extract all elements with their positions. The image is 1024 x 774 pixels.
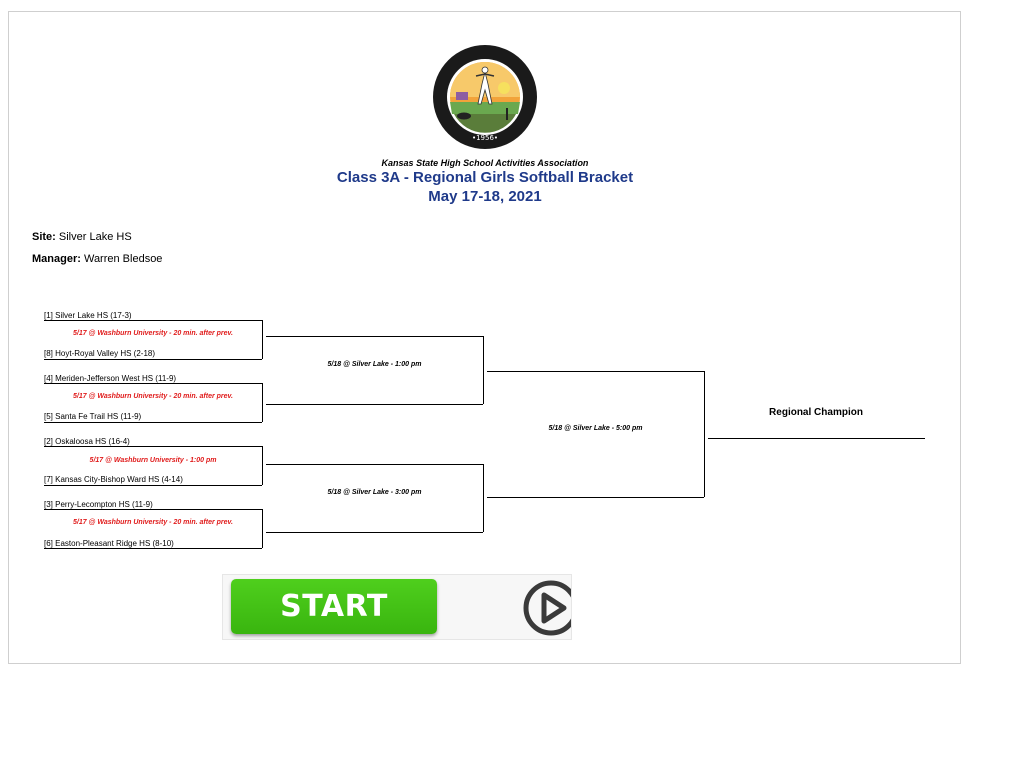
round1-game3-note: 5/17 @ Washburn University - 1:00 pm bbox=[89, 457, 217, 464]
start-button[interactable]: START bbox=[231, 579, 437, 634]
bracket-line bbox=[266, 336, 483, 337]
manager-value: Warren Bledsoe bbox=[83, 253, 163, 265]
site-line: Site: Silver Lake HS bbox=[32, 231, 132, 243]
bracket-line bbox=[266, 532, 483, 533]
round1-game2-note: 5/17 @ Washburn University - 20 min. aft… bbox=[73, 393, 233, 400]
bracket-line bbox=[483, 336, 484, 404]
bracket-line bbox=[483, 464, 484, 532]
team-seed-5: [5] Santa Fe Trail HS (11-9) bbox=[44, 412, 142, 421]
round1-game1-note: 5/17 @ Washburn University - 20 min. aft… bbox=[73, 330, 233, 337]
team-seed-1: [1] Silver Lake HS (17-3) bbox=[44, 311, 132, 320]
final-note: 5/18 @ Silver Lake - 5:00 pm bbox=[548, 425, 643, 432]
manager-label: Manager: bbox=[32, 253, 81, 265]
team-seed-6: [6] Easton-Pleasant Ridge HS (8-10) bbox=[44, 539, 174, 548]
team-seed-7: [7] Kansas City-Bishop Ward HS (4-14) bbox=[44, 475, 183, 484]
bracket-line bbox=[44, 320, 262, 321]
manager-line: Manager: Warren Bledsoe bbox=[32, 253, 162, 265]
team-seed-4: [4] Meriden-Jefferson West HS (11-9) bbox=[44, 374, 177, 383]
bracket-line bbox=[262, 509, 263, 548]
bracket-line bbox=[704, 371, 705, 497]
bracket-line bbox=[266, 404, 483, 405]
bracket-line bbox=[262, 446, 263, 485]
bracket-line bbox=[266, 464, 483, 465]
bracket-line bbox=[44, 548, 262, 549]
team-seed-8: [8] Hoyt-Royal Valley HS (2-18) bbox=[44, 349, 155, 358]
semifinal-2-note: 5/18 @ Silver Lake - 3:00 pm bbox=[327, 489, 422, 496]
svg-text:•1956•: •1956• bbox=[472, 134, 498, 142]
champion-label: Regional Champion bbox=[769, 407, 863, 418]
organization-name: Kansas State High School Activities Asso… bbox=[381, 158, 589, 168]
bracket-line bbox=[44, 509, 262, 510]
champion-line bbox=[708, 438, 925, 439]
khsaa-logo: •1956• bbox=[433, 45, 537, 149]
ad-banner[interactable]: START bbox=[222, 574, 572, 640]
site-label: Site: bbox=[32, 231, 56, 243]
team-seed-3: [3] Perry-Lecompton HS (11-9) bbox=[44, 500, 153, 509]
site-value: Silver Lake HS bbox=[58, 231, 132, 243]
bracket-line bbox=[44, 359, 262, 360]
bracket-line bbox=[262, 383, 263, 422]
bracket-line bbox=[44, 485, 262, 486]
bracket-line bbox=[487, 497, 704, 498]
semifinal-1-note: 5/18 @ Silver Lake - 1:00 pm bbox=[327, 361, 422, 368]
team-seed-2: [2] Oskaloosa HS (16-4) bbox=[44, 437, 130, 446]
page-title: Class 3A - Regional Girls Softball Brack… bbox=[336, 169, 634, 186]
round1-game4-note: 5/17 @ Washburn University - 20 min. aft… bbox=[73, 519, 233, 526]
bracket-line bbox=[44, 383, 262, 384]
bracket-line bbox=[262, 320, 263, 359]
bracket-line bbox=[487, 371, 704, 372]
event-date: May 17-18, 2021 bbox=[428, 188, 542, 205]
bracket-line bbox=[44, 446, 262, 447]
bracket-line bbox=[44, 422, 262, 423]
play-icon[interactable] bbox=[521, 578, 572, 638]
